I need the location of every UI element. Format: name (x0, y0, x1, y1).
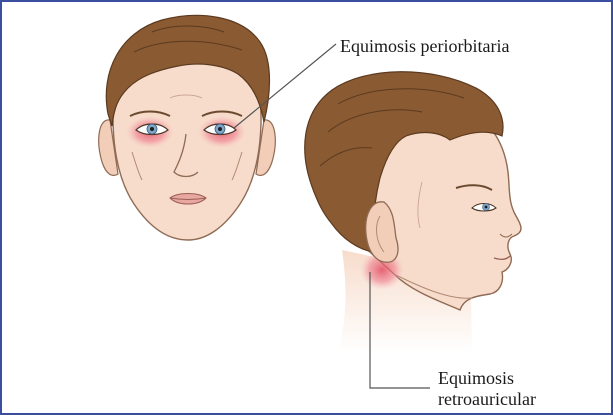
front-face (99, 15, 276, 240)
label-retroauricular: Equimosis retroauricular (438, 368, 536, 410)
label-retroauricular-line2: retroauricular (438, 389, 536, 410)
label-periorbital: Equimosis periorbitaria (340, 36, 509, 57)
label-retroauricular-line1: Equimosis (438, 368, 536, 389)
side-profile (305, 72, 521, 352)
